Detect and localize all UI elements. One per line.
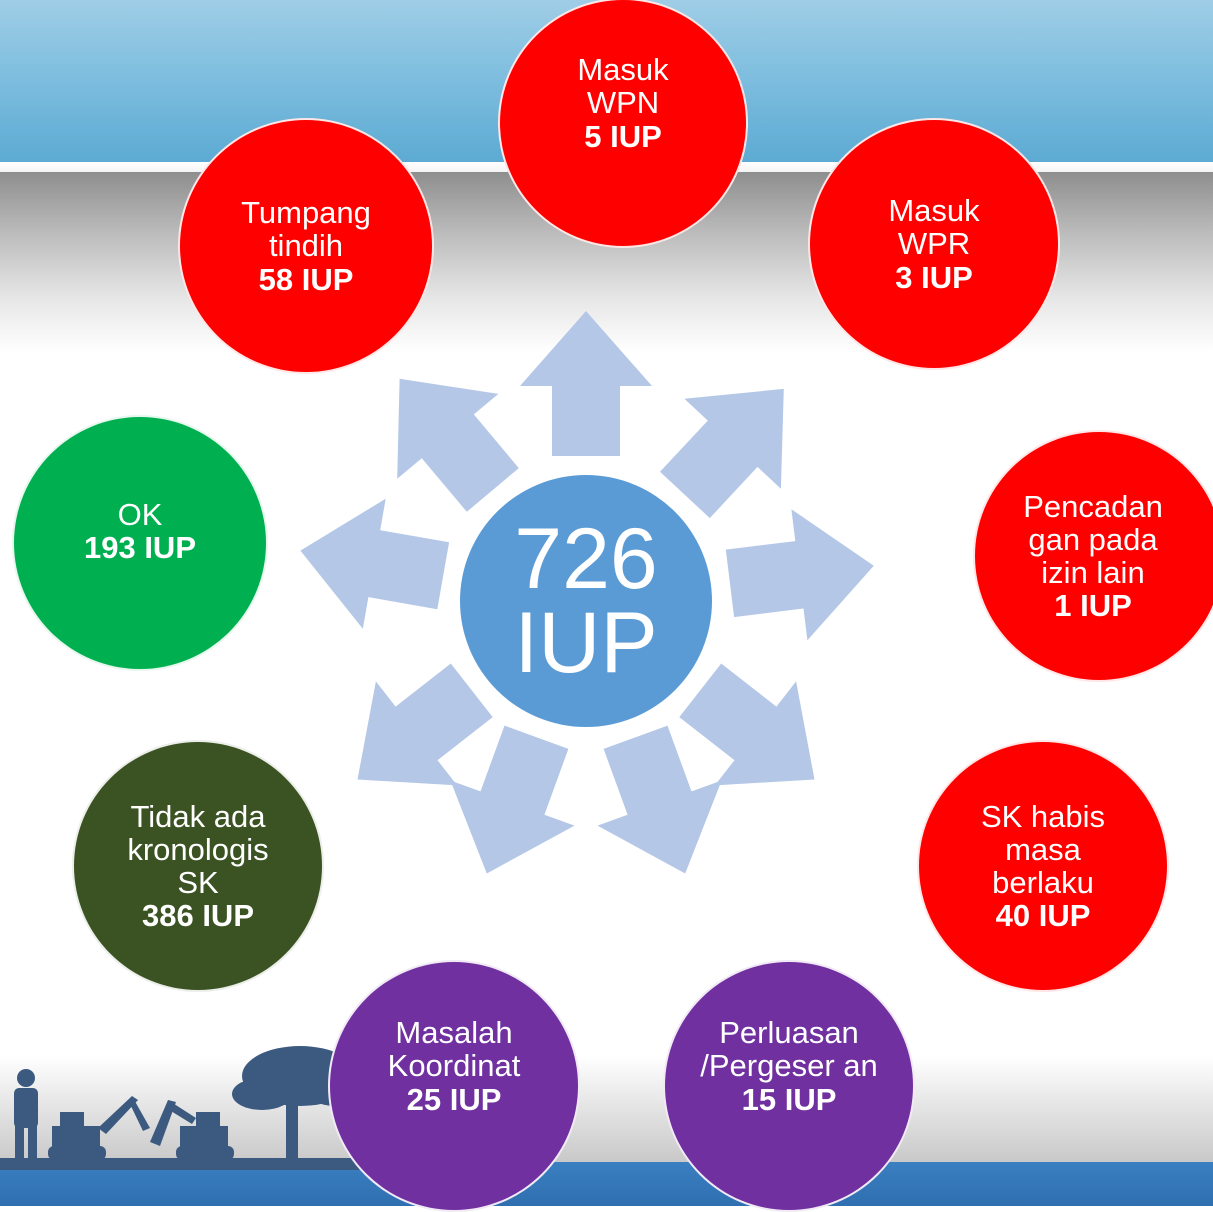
arrow-to-masalah-koordinat <box>450 725 575 874</box>
center-total: 726 IUP <box>460 475 712 727</box>
arrow-to-perluasan <box>597 725 722 874</box>
node-count: 386 IUP <box>141 898 254 934</box>
node-perluasan: Perluasan /Pergeser an 15 IUP <box>663 960 915 1212</box>
arrow-to-tumpang-tindih <box>397 378 519 512</box>
node-label: Masuk WPR <box>888 193 980 262</box>
node-label: Pencadan gan pada izin lain <box>1023 488 1163 590</box>
node-label: Tumpang tindih <box>241 195 371 264</box>
arrow-to-pencadangan <box>725 509 874 641</box>
node-count: 15 IUP <box>741 1081 837 1117</box>
center-number: 726 <box>514 510 658 607</box>
node-ok: OK 193 IUP <box>12 415 268 671</box>
node-label: Perluasan /Pergeser an 15 IUP <box>699 1015 879 1117</box>
node-count: 3 IUP <box>895 259 973 295</box>
arrow-to-masuk-wpr <box>660 388 784 519</box>
node-masuk-wpn: Masuk WPN 5 IUP <box>498 0 748 248</box>
node-count: 40 IUP <box>995 898 1091 934</box>
node-pencadangan: Pencadan gan pada izin lain 1 IUP <box>973 430 1213 682</box>
node-label: SK habis masa berlaku <box>980 798 1106 900</box>
arrow-to-tidak-ada-kronologis <box>357 663 493 786</box>
node-count: 58 IUP <box>258 261 354 297</box>
node-tumpang-tindih: Tumpang tindih 58 IUP <box>178 118 434 374</box>
node-count: 1 IUP <box>1054 588 1132 624</box>
node-masalah-koordinat: Masalah Koordinat 25 IUP <box>328 960 580 1212</box>
node-sk-habis: SK habis masa berlaku 40 IUP <box>917 740 1169 992</box>
node-label: Masalah Koordinat <box>387 1015 521 1084</box>
node-label: OK <box>117 496 163 532</box>
node-tidak-ada-kronologis: Tidak ada kronologis SK 386 IUP <box>72 740 324 992</box>
arrow-to-sk-habis <box>679 663 815 786</box>
node-count: 193 IUP <box>83 530 196 565</box>
arrow-to-masuk-wpn <box>520 311 652 456</box>
node-label: Masuk WPN <box>577 52 669 121</box>
node-label-text: Perluasan /Pergeser an <box>700 1015 878 1084</box>
arrow-to-ok <box>300 498 450 629</box>
center-unit: IUP <box>514 595 658 691</box>
node-count: 25 IUP <box>406 1081 502 1117</box>
node-count: 5 IUP <box>584 118 662 154</box>
node-masuk-wpr: Masuk WPR 3 IUP <box>808 118 1060 370</box>
node-label: Tidak ada kronologis SK <box>127 798 269 900</box>
